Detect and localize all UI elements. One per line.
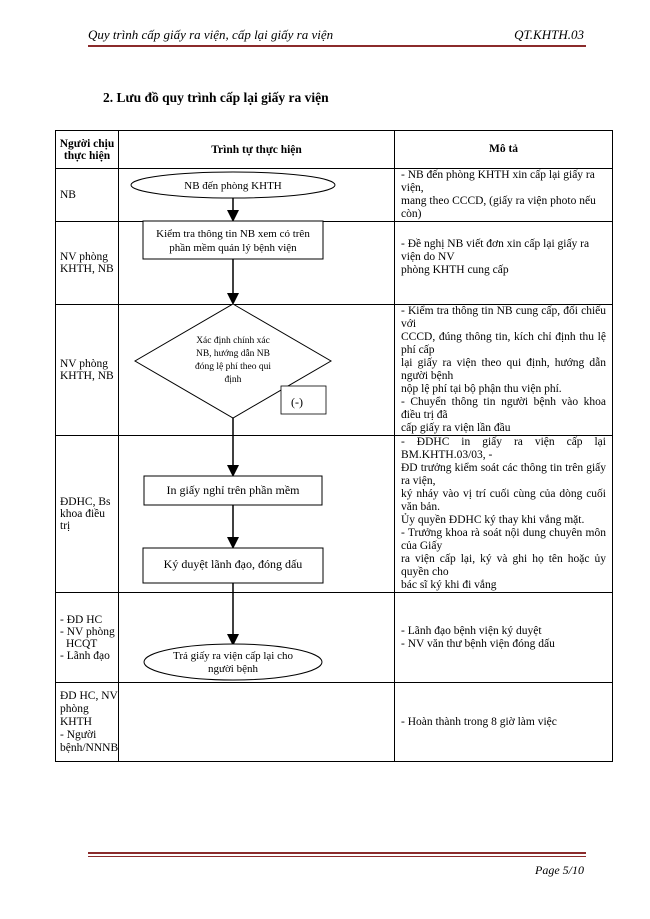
table-row: ĐD HC, NV phòng KHTH - Người bệnh/NNNB -… [55,682,613,762]
print-paper-box: In giấy nghỉ trên phần mềm [143,475,323,506]
start-terminal: NB đến phòng KHTH [130,171,336,199]
description-cell: - NB đến phòng KHTH xin cấp lại giấy ra … [394,168,613,222]
description-cell: - Đề nghị NB viết đơn xin cấp lại giấy r… [394,221,613,305]
description-cell: - ĐDHC in giấy ra viện cấp lại BM.KHTH.0… [394,435,613,593]
table-row: NV phòng KHTH, NB - Đề nghị NB viết đơn … [55,221,613,305]
svg-text:Trả giấy ra viện cấp lại cho: Trả giấy ra viện cấp lại cho [173,650,293,662]
description-cell: - Lãnh đạo bệnh viện ký duyệt - NV văn t… [394,592,613,683]
svg-text:NB đến phòng KHTH: NB đến phòng KHTH [184,180,282,192]
process-table: Người chịu thực hiện Trình tự thực hiện … [55,130,613,762]
responsible-cell: ĐD HC, NV phòng KHTH - Người bệnh/NNNB [55,682,119,762]
svg-text:In giấy nghỉ trên phần mềm: In giấy nghỉ trên phần mềm [167,483,301,497]
svg-text:Xác định chính xác: Xác định chính xác [196,336,270,346]
header-description: Mô tả [394,130,613,169]
description-cell: - Hoàn thành trong 8 giờ làm việc [394,682,613,762]
header-rule [88,45,586,47]
table-row: NB - NB đến phòng KHTH xin cấp lại giấy … [55,168,613,222]
description-cell: - Kiểm tra thông tin NB cung cấp, đối ch… [394,304,613,436]
table-header-row: Người chịu thực hiện Trình tự thực hiện … [55,130,613,169]
responsible-cell: ĐDHC, Bs khoa điều trị [55,435,119,593]
svg-text:Ký duyệt lãnh đạo, đóng dấu: Ký duyệt lãnh đạo, đóng dấu [164,557,303,571]
header-responsible: Người chịu thực hiện [55,130,119,169]
svg-text:người bệnh: người bệnh [208,663,258,675]
svg-text:Kiểm tra thông tin NB xem có t: Kiểm tra thông tin NB xem có trên [156,228,310,240]
table-row: NV phòng KHTH, NB - Kiểm tra thông tin N… [55,304,613,436]
responsible-cell: NV phòng KHTH, NB [55,221,119,305]
footer-rule-thin [88,856,586,857]
document-code: QT.KHTH.03 [514,27,584,42]
svg-text:(-): (-) [291,395,303,409]
table-row: - ĐD HC - NV phòng HCQT - Lãnh đạo - Lãn… [55,592,613,683]
svg-text:NB, hướng dẫn NB: NB, hướng dẫn NB [196,348,270,359]
svg-text:đóng lệ phí theo qui: đóng lệ phí theo qui [195,362,271,372]
negative-branch-label: (-) [280,385,327,415]
svg-text:định: định [225,375,242,385]
table-row: ĐDHC, Bs khoa điều trị - ĐDHC in giấy ra… [55,435,613,593]
responsible-cell: - ĐD HC - NV phòng HCQT - Lãnh đạo [55,592,119,683]
section-title: 2. Lưu đồ quy trình cấp lại giấy ra viện [103,90,329,105]
step-cell [118,682,395,762]
approve-stamp-box: Ký duyệt lãnh đạo, đóng dấu [142,547,324,584]
end-terminal: Trả giấy ra viện cấp lại cho người bệnh [143,643,323,681]
responsible-cell: NV phòng KHTH, NB [55,304,119,436]
svg-text:phần mềm quản lý bệnh viện: phần mềm quản lý bệnh viện [169,242,297,254]
footer-rule [88,852,586,854]
document-title: Quy trình cấp giấy ra viện, cấp lại giấy… [88,27,334,42]
page-number: Page 5/10 [535,863,584,877]
check-info-box: Kiểm tra thông tin NB xem có trên phần m… [142,220,324,260]
responsible-cell: NB [55,168,119,222]
header-steps: Trình tự thực hiện [118,130,395,169]
